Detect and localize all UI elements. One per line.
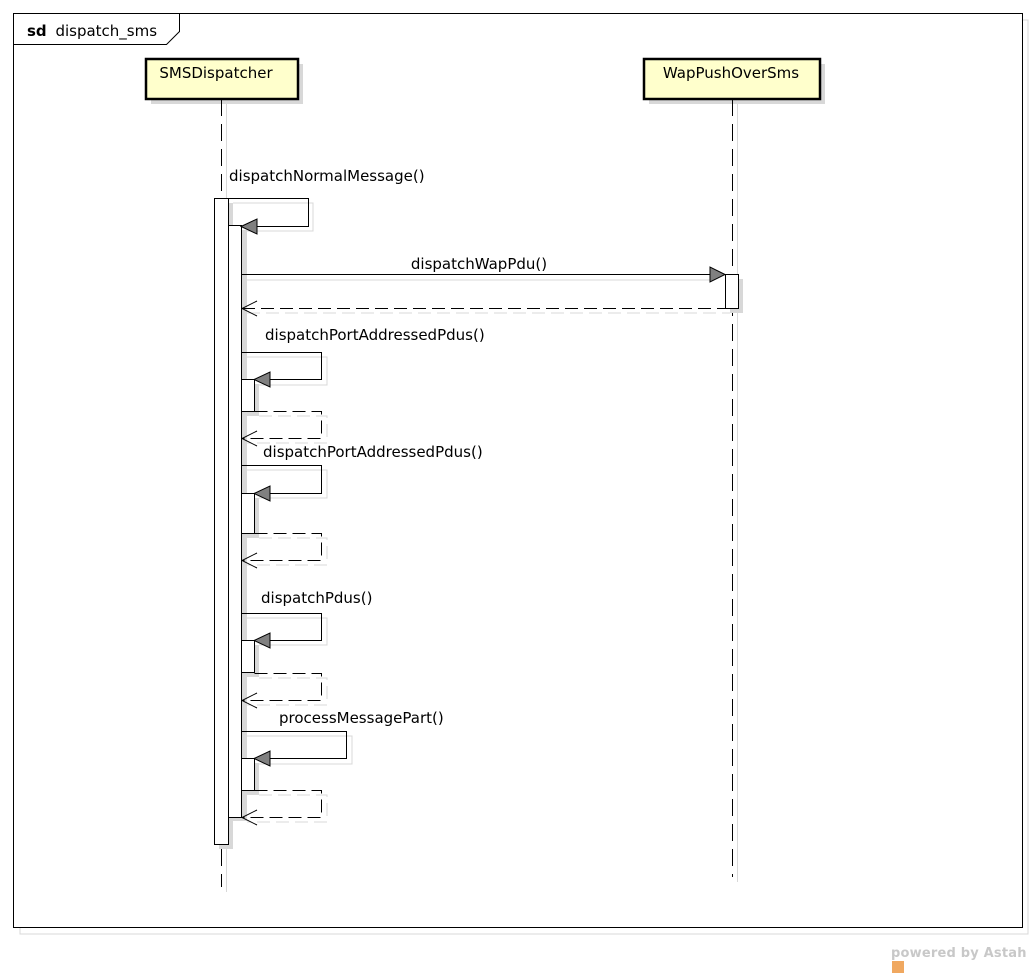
arrow-head xyxy=(709,266,727,283)
message-reply-port-addressed-pdus-1[interactable] xyxy=(240,411,328,447)
lifeline-head xyxy=(642,57,822,101)
arrow-head xyxy=(252,485,271,502)
frame-keyword: sd xyxy=(27,22,47,40)
activation-bar xyxy=(725,274,739,309)
diagram-frame: sd dispatch_sms xyxy=(13,13,1029,935)
arrow-head xyxy=(240,692,258,709)
message-reply-dispatch-pdus[interactable] xyxy=(240,673,328,709)
activation-bar xyxy=(214,198,229,845)
message-reply-port-addressed-pdus-2[interactable] xyxy=(240,533,328,569)
arrow-head xyxy=(240,552,258,569)
message-dispatch-normal-message[interactable]: dispatchNormalMessage() xyxy=(228,167,425,235)
arrow-head xyxy=(240,809,258,826)
message-dispatch-port-addressed-pdus-1[interactable]: dispatchPortAddressedPdus() xyxy=(241,326,485,388)
lifeline-name: WapPushOverSms xyxy=(663,64,799,82)
message-label: processMessagePart() xyxy=(279,709,444,727)
message-dispatch-pdus[interactable]: dispatchPdus() xyxy=(241,589,373,649)
message-label: dispatchPortAddressedPdus() xyxy=(265,326,485,344)
frame-label: sd dispatch_sms xyxy=(27,22,157,41)
message-dispatch-wap-pdu[interactable]: dispatchWapPdu() xyxy=(241,255,727,283)
astah-watermark: powered by Astah xyxy=(891,946,1036,976)
activation-bar xyxy=(241,640,255,673)
arrow-head xyxy=(252,750,271,767)
message-reply-wap-pdu[interactable] xyxy=(240,300,730,317)
message-label: dispatchNormalMessage() xyxy=(229,167,425,185)
arrow-head xyxy=(252,632,271,649)
astah-logo-icon xyxy=(892,961,904,973)
activation-bar xyxy=(241,379,255,412)
message-process-message-part[interactable]: processMessagePart() xyxy=(241,709,444,767)
lifeline-wap-push-over-sms[interactable]: WapPushOverSms xyxy=(642,57,825,882)
arrow-head xyxy=(239,218,258,235)
message-reply-process-message-part[interactable] xyxy=(240,790,328,826)
watermark-text: powered by Astah xyxy=(891,946,1027,961)
frame-name: dispatch_sms xyxy=(55,22,157,41)
message-label: dispatchPortAddressedPdus() xyxy=(263,443,483,461)
message-dispatch-port-addressed-pdus-2[interactable]: dispatchPortAddressedPdus() xyxy=(241,443,483,502)
activations xyxy=(214,198,743,849)
activation-bar xyxy=(241,758,255,791)
arrow-head xyxy=(240,300,258,317)
message-label: dispatchWapPdu() xyxy=(411,255,547,273)
activation-bar xyxy=(241,493,255,534)
arrow-head xyxy=(252,371,271,388)
arrow-head xyxy=(240,430,258,447)
activation-bar xyxy=(228,225,242,818)
message-label: dispatchPdus() xyxy=(261,589,372,607)
lifeline-name: SMSDispatcher xyxy=(159,64,273,82)
